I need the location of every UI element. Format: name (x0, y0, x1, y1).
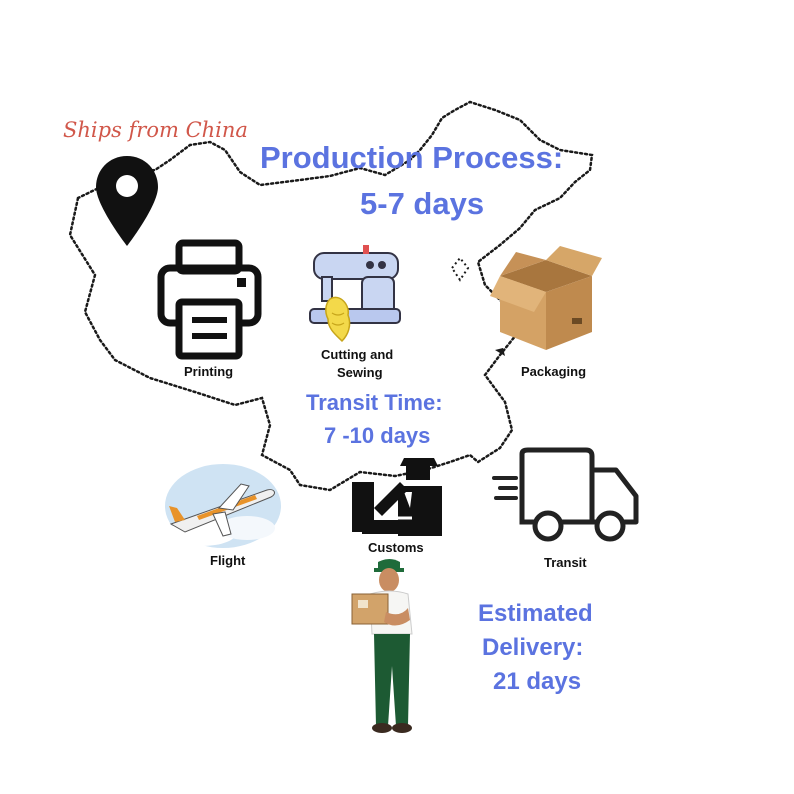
delivery-man-illustration (351, 559, 413, 733)
airplane-icon (165, 464, 281, 548)
sewing-machine-icon (309, 245, 401, 343)
estimated-delivery-line2: Delivery: (482, 634, 584, 661)
origin-note: Ships from China (63, 118, 248, 142)
step-label-cutting-line1: Cutting and (321, 347, 394, 362)
step-label-customs: Customs (368, 540, 424, 555)
printer-icon (157, 239, 262, 360)
step-label-printing: Printing (184, 364, 234, 379)
estimated-delivery-line3: 21 days (493, 668, 582, 695)
location-pin-icon (96, 156, 158, 246)
step-label-flight: Flight (210, 553, 246, 568)
delivery-truck-icon (492, 447, 639, 542)
transit-time-duration: 7 -10 days (324, 423, 431, 448)
cardboard-box-icon (490, 246, 602, 350)
customs-officer-icon (352, 458, 442, 536)
estimated-delivery-line1: Estimated (478, 600, 593, 627)
production-title: Production Process: (260, 140, 564, 175)
step-label-packaging: Packaging (521, 364, 587, 379)
step-label-cutting-line2: Sewing (337, 365, 383, 380)
transit-time-title: Transit Time: (306, 390, 443, 415)
production-duration: 5-7 days (360, 186, 485, 221)
step-label-transit: Transit (544, 555, 587, 570)
